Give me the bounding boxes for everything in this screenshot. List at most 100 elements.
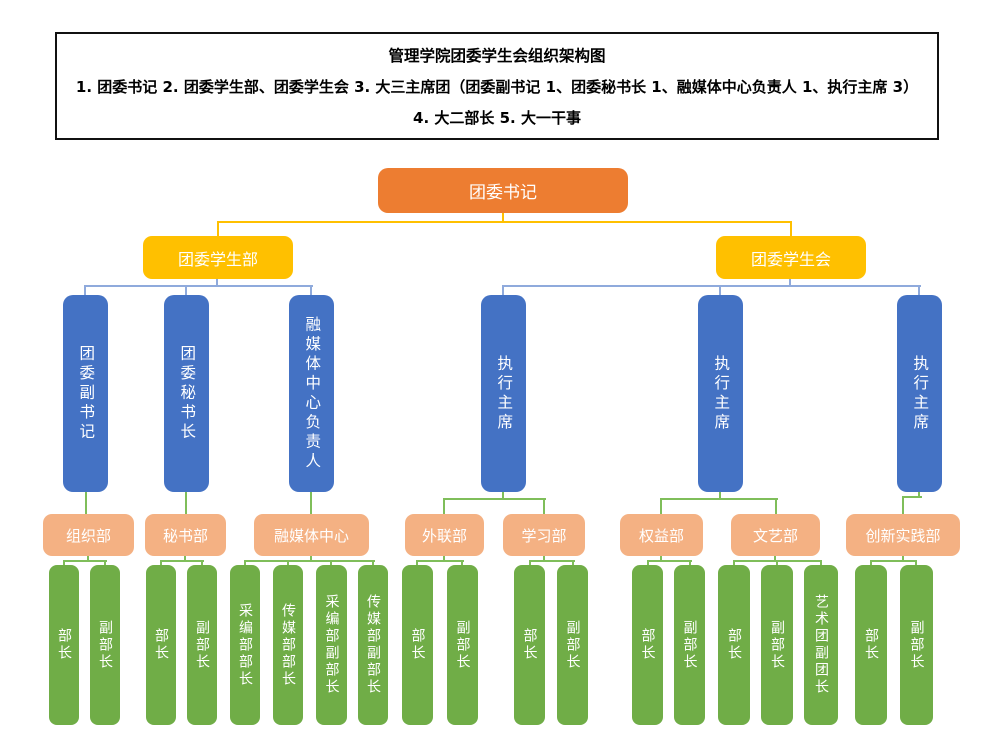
org-node-label: 组织部 [65, 526, 111, 545]
connector-line [87, 556, 89, 561]
org-node-label: 部长 [409, 628, 426, 662]
connector-line [502, 285, 504, 295]
org-node-label: 副部长 [97, 619, 113, 671]
org-node-label: 部长 [521, 628, 538, 662]
org-node-label: 创新实践部 [865, 526, 941, 545]
connector-line [244, 560, 375, 562]
connector-line [310, 556, 312, 561]
org-node-department: 创新实践部 [846, 514, 960, 556]
org-node-branch-left: 团委学生部 [143, 236, 293, 279]
org-node-label: 传媒部副部长 [365, 594, 381, 696]
connector-line [790, 221, 792, 236]
connector-line [918, 492, 920, 498]
connector-line [218, 221, 792, 223]
org-node-staff: 副部长 [761, 565, 793, 725]
org-node-label: 部长 [726, 628, 742, 662]
connector-line [647, 560, 692, 562]
connector-line [461, 560, 463, 565]
org-node-label: 副部长 [564, 619, 581, 671]
connector-line [443, 498, 546, 500]
connector-line [63, 560, 107, 562]
connector-line [902, 556, 904, 561]
org-node-label: 团委副书记 [77, 344, 96, 443]
org-node-staff: 副部长 [187, 565, 217, 725]
connector-line [689, 560, 691, 565]
connector-line [217, 221, 219, 236]
org-node-staff: 部长 [718, 565, 750, 725]
org-node-label: 部长 [863, 628, 879, 662]
org-node-label: 部长 [639, 628, 656, 662]
org-node-label: 采编部副部长 [323, 594, 340, 696]
connector-line [572, 560, 574, 565]
connector-line [201, 560, 203, 565]
connector-line [416, 560, 418, 565]
connector-line [915, 560, 917, 565]
org-node-root: 团委书记 [378, 168, 628, 213]
org-node-label: 融媒体中心负责人 [303, 315, 322, 472]
org-node-label: 权益部 [638, 526, 684, 545]
org-node-label: 传媒部部长 [280, 602, 296, 688]
org-node-label: 学习部 [521, 526, 567, 545]
org-node-staff: 部长 [632, 565, 663, 725]
org-node-department: 融媒体中心 [254, 514, 369, 556]
connector-line [870, 560, 917, 562]
org-node-label: 外联部 [421, 526, 467, 545]
org-node-leader: 执行主席 [698, 295, 743, 492]
org-node-leader: 执行主席 [481, 295, 526, 492]
connector-line [85, 492, 87, 514]
org-node-label: 团委秘书长 [178, 344, 197, 443]
connector-line [185, 492, 187, 514]
connector-line [416, 560, 464, 562]
org-node-label: 执行主席 [495, 354, 514, 433]
connector-line [330, 560, 332, 565]
connector-line [184, 556, 186, 561]
org-node-staff: 传媒部副部长 [358, 565, 388, 725]
org-node-department: 权益部 [620, 514, 703, 556]
legend-line-1: 1. 团委书记 2. 团委学生部、团委学生会 3. 大三主席团（团委副书记 1、… [75, 78, 919, 96]
connector-line [918, 285, 920, 295]
org-node-label: 执行主席 [712, 354, 731, 433]
org-node-staff: 艺术团副团长 [804, 565, 838, 725]
connector-line [84, 285, 313, 287]
connector-line [310, 492, 312, 514]
connector-line [287, 560, 289, 565]
connector-line [543, 498, 545, 514]
connector-line [104, 560, 106, 565]
connector-line [443, 498, 445, 514]
org-node-label: 采编部部长 [237, 602, 253, 688]
connector-line [870, 560, 872, 565]
connector-line [160, 560, 162, 565]
org-node-leader: 团委秘书长 [164, 295, 209, 492]
connector-line [660, 498, 662, 514]
connector-line [733, 560, 735, 565]
org-node-staff: 部长 [855, 565, 887, 725]
org-node-department: 秘书部 [145, 514, 226, 556]
org-node-department: 学习部 [503, 514, 585, 556]
legend-box: 管理学院团委学生会组织架构图 1. 团委书记 2. 团委学生部、团委学生会 3.… [55, 32, 939, 140]
org-node-staff: 副部长 [447, 565, 478, 725]
org-node-leader: 团委副书记 [63, 295, 108, 492]
connector-line [774, 556, 776, 561]
connector-line [372, 560, 374, 565]
org-node-department: 文艺部 [731, 514, 820, 556]
org-node-label: 副部长 [454, 619, 471, 671]
connector-line [443, 556, 445, 561]
org-node-leader: 执行主席 [897, 295, 942, 492]
connector-line [63, 560, 65, 565]
connector-line [529, 560, 531, 565]
org-node-staff: 部长 [402, 565, 433, 725]
connector-line [902, 496, 922, 498]
connector-line [543, 556, 545, 561]
connector-line [185, 285, 187, 295]
org-node-label: 副部长 [194, 619, 210, 671]
org-node-staff: 副部长 [900, 565, 933, 725]
connector-line [789, 279, 791, 286]
connector-line [244, 560, 246, 565]
org-node-staff: 副部长 [557, 565, 588, 725]
connector-line [820, 560, 822, 565]
connector-line [660, 498, 778, 500]
org-node-label: 团委学生部 [177, 249, 258, 269]
org-node-label: 部长 [153, 628, 169, 662]
connector-line [660, 556, 662, 561]
